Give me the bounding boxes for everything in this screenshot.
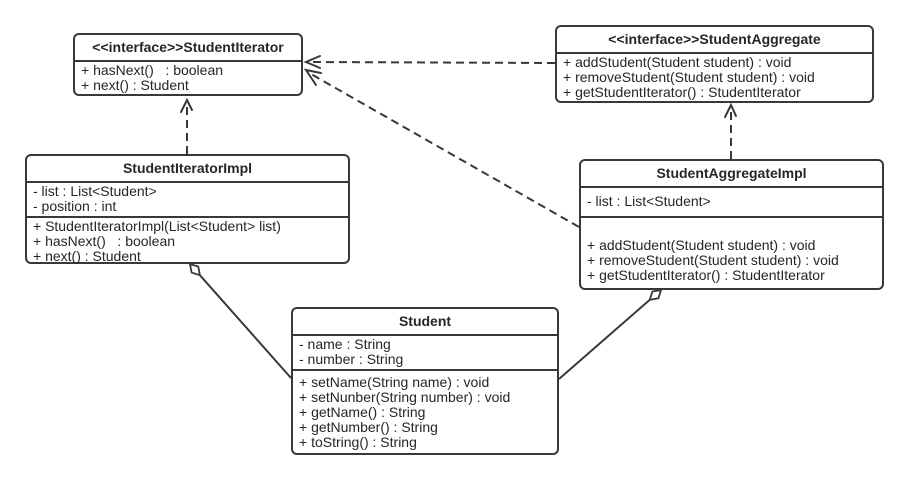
- method-row: + hasNext() : boolean: [81, 62, 224, 78]
- method-row: + setNunber(String number) : void: [299, 389, 511, 405]
- attribute-row: - number : String: [299, 351, 404, 367]
- method-row: + StudentIteratorImpl(List<Student> list…: [33, 218, 281, 234]
- dependency-aggregateimpl-arrow-icon: [303, 68, 322, 86]
- class-student-iterator-impl-title: StudentIteratorImpl: [27, 156, 348, 183]
- dependency-aggregateimpl-to-iterator-line: [310, 73, 580, 228]
- attribute-row: - list : List<Student>: [33, 183, 157, 199]
- attribute-row: - name : String: [299, 336, 391, 352]
- method-row: + getName() : String: [299, 404, 426, 420]
- realization-iterator-arrow-icon: [180, 97, 193, 113]
- realization-aggregate-arrow-icon: [724, 102, 737, 118]
- class-student-iterator-methods: + hasNext() : boolean + next() : Student: [75, 62, 301, 95]
- method-row: + hasNext() : boolean: [33, 233, 176, 249]
- class-student-aggregate-impl-methods: + addStudent(Student student) : void + r…: [581, 218, 882, 288]
- class-student-iterator: <<interface>>StudentIterator + hasNext()…: [73, 33, 303, 96]
- method-row: + addStudent(Student student) : void: [587, 237, 816, 253]
- aggregation-aggregate-diamond-icon: [648, 288, 663, 302]
- class-student-aggregate-methods: + addStudent(Student student) : void + r…: [557, 54, 872, 102]
- class-student-attributes: - name : String - number : String: [293, 336, 557, 371]
- class-student-aggregate: <<interface>>StudentAggregate + addStude…: [555, 25, 874, 103]
- method-row: + getStudentIterator() : StudentIterator: [587, 267, 825, 283]
- class-student-aggregate-impl-attributes: - list : List<Student>: [581, 188, 882, 218]
- method-row: + next() : Student: [33, 248, 141, 264]
- method-row: + removeStudent(Student student) : void: [563, 69, 815, 85]
- dependency-aggregate-arrow-icon: [303, 55, 321, 69]
- class-student-aggregate-title: <<interface>>StudentAggregate: [557, 27, 872, 54]
- class-student: Student - name : String - number : Strin…: [291, 307, 559, 455]
- class-student-aggregate-impl-title: StudentAggregateImpl: [581, 161, 882, 188]
- method-row: + addStudent(Student student) : void: [563, 54, 792, 70]
- method-row: + toString() : String: [299, 434, 417, 450]
- attribute-row: - list : List<Student>: [587, 193, 711, 209]
- attribute-row: - position : int: [33, 198, 117, 214]
- dependency-aggregate-to-iterator-line: [309, 61, 556, 64]
- class-student-aggregate-impl: StudentAggregateImpl - list : List<Stude…: [579, 159, 884, 290]
- method-row: + getNumber() : String: [299, 419, 438, 435]
- class-student-methods: + setName(String name) : void + setNunbe…: [293, 371, 557, 453]
- aggregation-iterator-line: [199, 274, 292, 379]
- method-row: + setName(String name) : void: [299, 374, 490, 390]
- class-student-title: Student: [293, 309, 557, 336]
- method-row: + getStudentIterator() : StudentIterator: [563, 84, 801, 100]
- aggregation-aggregate-line: [558, 299, 651, 380]
- class-student-iterator-impl-methods: + StudentIteratorImpl(List<Student> list…: [27, 218, 348, 266]
- class-student-iterator-impl: StudentIteratorImpl - list : List<Studen…: [25, 154, 350, 264]
- method-row: + next() : Student: [81, 77, 189, 93]
- class-student-iterator-impl-attributes: - list : List<Student> - position : int: [27, 183, 348, 218]
- method-row: + removeStudent(Student student) : void: [587, 252, 839, 268]
- class-student-iterator-title: <<interface>>StudentIterator: [75, 35, 301, 62]
